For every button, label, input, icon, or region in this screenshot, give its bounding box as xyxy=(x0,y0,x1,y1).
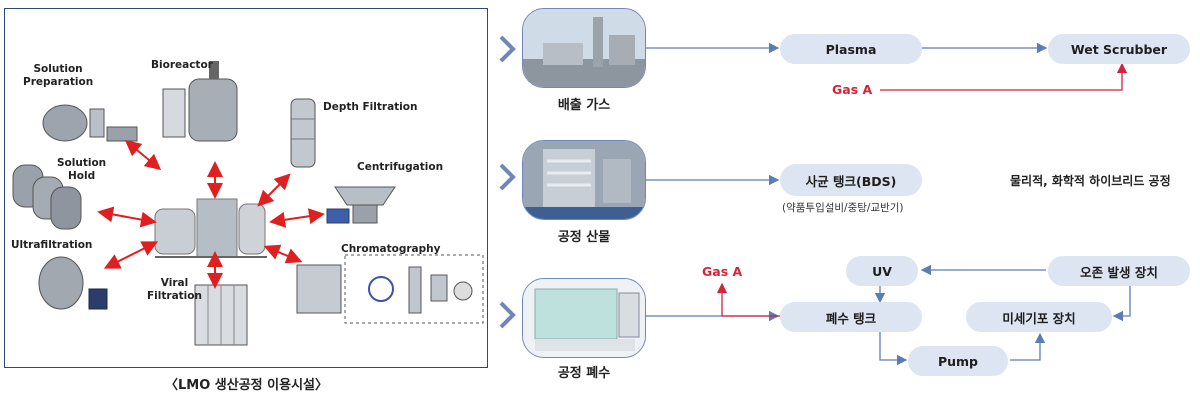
node-uv: UV xyxy=(846,256,918,286)
solution-hold-tanks xyxy=(12,164,82,230)
node-wastewater-tank: 폐수 탱크 xyxy=(780,302,922,332)
facility-caption: 〈LMO 생산공정 이용시설〉 xyxy=(165,378,329,393)
node-pump: Pump xyxy=(908,346,1008,376)
viral-filtration-equipment xyxy=(194,284,248,346)
lmo-facility-panel: Solution Preparation Bioreactor Depth Fi… xyxy=(4,8,488,368)
label-centrifugation: Centrifugation xyxy=(357,161,444,173)
ultrafiltration-equipment xyxy=(38,256,108,310)
row-label-exhaust: 배출 가스 xyxy=(557,98,611,113)
node-ozone-generator: 오존 발생 장치 xyxy=(1048,256,1190,286)
solution-preparation-equipment xyxy=(42,104,138,142)
node-sterile-tank: 사균 탱크(BDS) xyxy=(780,164,922,196)
label-ultrafiltration: Ultrafiltration xyxy=(11,239,93,251)
label-depth-filtration: Depth Filtration xyxy=(323,101,418,113)
exhaust-gas-photo xyxy=(522,8,646,88)
facility-illustration xyxy=(12,61,484,346)
label-bioreactor: Bioreactor xyxy=(151,59,213,71)
node-microbubble-device: 미세기포 장치 xyxy=(966,302,1112,332)
central-process-skid xyxy=(154,198,267,258)
process-wastewater-photo xyxy=(522,278,646,358)
process-product-photo xyxy=(522,140,646,220)
bioreactor-equipment xyxy=(162,61,238,142)
gas-a-bottom-label: Gas A xyxy=(702,264,743,279)
process-link-arrows xyxy=(97,139,325,289)
sterile-tank-subtext: (약품투입설비/중탕/교반기) xyxy=(782,202,904,214)
depth-filtration-equipment xyxy=(290,98,316,168)
centrifuge-equipment xyxy=(326,186,396,224)
label-solution-hold: Solution Hold xyxy=(57,157,107,182)
chromatography-equipment xyxy=(296,254,484,324)
chevron-right-icon xyxy=(499,301,516,329)
node-plasma: Plasma xyxy=(780,34,922,64)
gas-a-top-label: Gas A xyxy=(832,82,873,97)
label-chromatography: Chromatography xyxy=(341,243,441,255)
label-solution-preparation: Solution Preparation xyxy=(23,63,94,88)
row-label-wastewater: 공정 폐수 xyxy=(557,366,611,381)
hybrid-process-note: 물리적, 화학적 하이브리드 공정 xyxy=(1010,174,1171,188)
row-label-product: 공정 산물 xyxy=(557,230,611,245)
label-viral-filtration: Viral Filtration xyxy=(147,277,202,302)
chevron-right-icon xyxy=(499,35,516,63)
node-wet-scrubber: Wet Scrubber xyxy=(1048,34,1190,64)
chevron-right-icon xyxy=(499,163,516,191)
